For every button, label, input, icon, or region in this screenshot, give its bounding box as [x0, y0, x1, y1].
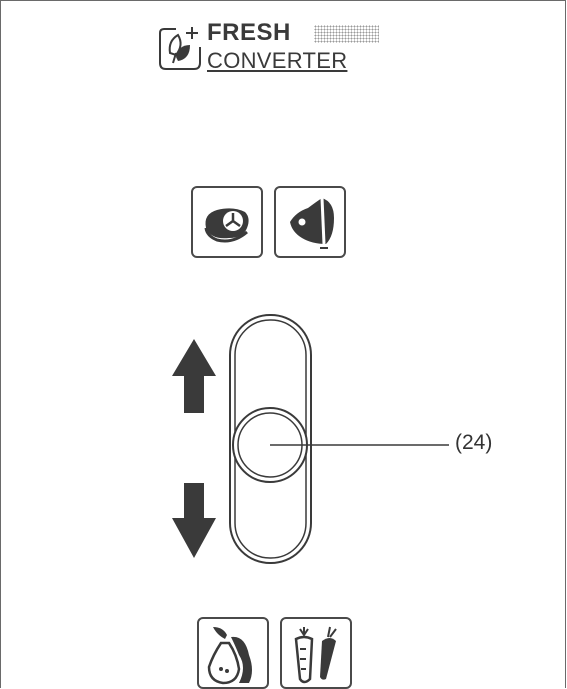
leaf-plus-icon	[159, 27, 201, 70]
callout-label: (24)	[455, 431, 493, 454]
arrow-up-icon	[172, 339, 216, 413]
fruit-button[interactable]	[197, 617, 269, 689]
fruit-pear-icon	[207, 627, 252, 685]
logo-texture	[314, 25, 379, 43]
arrow-down-icon	[172, 483, 216, 558]
fish-button[interactable]	[274, 186, 346, 258]
logo-title-converter: CONVERTER	[207, 48, 348, 73]
logo-title-fresh: FRESH	[207, 19, 291, 46]
vegetable-carrot-icon	[294, 626, 337, 684]
meat-steak-icon	[204, 208, 249, 243]
meat-button[interactable]	[191, 186, 263, 258]
vegetable-button[interactable]	[280, 617, 352, 689]
fish-icon	[290, 197, 334, 249]
